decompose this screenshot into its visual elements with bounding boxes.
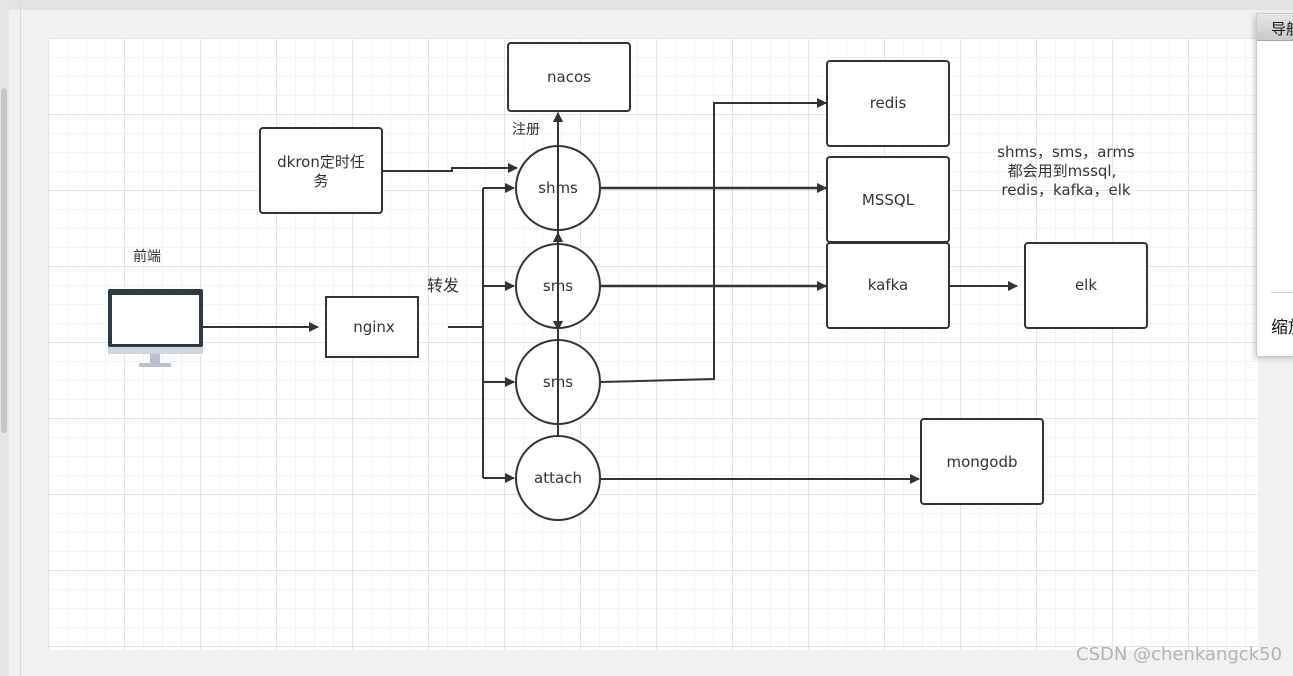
shms-label: shms bbox=[538, 179, 578, 197]
redis-label: redis bbox=[870, 94, 907, 112]
note-line1: shms，sms，arms bbox=[997, 143, 1135, 161]
frontend-label: 前端 bbox=[133, 248, 161, 265]
top-toolbar-edge bbox=[0, 0, 1293, 10]
register-label: 注册 bbox=[512, 122, 540, 138]
mongodb-node bbox=[920, 418, 1044, 505]
dkron-label-line1: dkron定时任 bbox=[277, 153, 365, 171]
kafka-node bbox=[826, 242, 950, 329]
edge-dkron-shms bbox=[382, 163, 518, 173]
navigator-panel[interactable]: 导航 缩放 bbox=[1256, 13, 1293, 357]
forward-label: 转发 bbox=[427, 276, 459, 295]
edge-sms2-redis bbox=[600, 98, 827, 383]
attach-label: attach bbox=[534, 469, 582, 487]
mssql-label: MSSQL bbox=[862, 191, 915, 209]
monitor-icon bbox=[108, 289, 203, 367]
navigator-divider bbox=[1271, 292, 1293, 293]
vertical-scrollbar[interactable] bbox=[0, 0, 9, 676]
sms1-label: sms bbox=[543, 277, 573, 295]
note-line3: redis，kafka，elk bbox=[1001, 181, 1130, 199]
nginx-label: nginx bbox=[353, 318, 395, 336]
panel-divider bbox=[20, 0, 21, 676]
navigator-title: 导航 bbox=[1271, 20, 1293, 38]
sms2-label: sms bbox=[543, 373, 573, 391]
mongodb-label: mongodb bbox=[946, 453, 1017, 471]
navigator-header[interactable]: 导航 bbox=[1257, 14, 1293, 41]
dkron-node bbox=[259, 127, 383, 214]
nginx-node bbox=[325, 296, 419, 358]
scrollbar-thumb[interactable] bbox=[1, 88, 7, 433]
zoom-label: 缩放 bbox=[1271, 318, 1293, 338]
elk-node bbox=[1024, 242, 1148, 329]
watermark: CSDN @chenkangck50 bbox=[1076, 644, 1283, 665]
elk-label: elk bbox=[1075, 276, 1097, 294]
kafka-label: kafka bbox=[868, 276, 909, 294]
note-line2: 都会用到mssql, bbox=[1008, 162, 1117, 180]
diagram-canvas[interactable] bbox=[48, 38, 1258, 650]
nacos-node bbox=[507, 42, 631, 112]
dkron-label-line2: 务 bbox=[313, 172, 328, 190]
nacos-label: nacos bbox=[547, 68, 591, 86]
redis-node bbox=[826, 60, 950, 147]
